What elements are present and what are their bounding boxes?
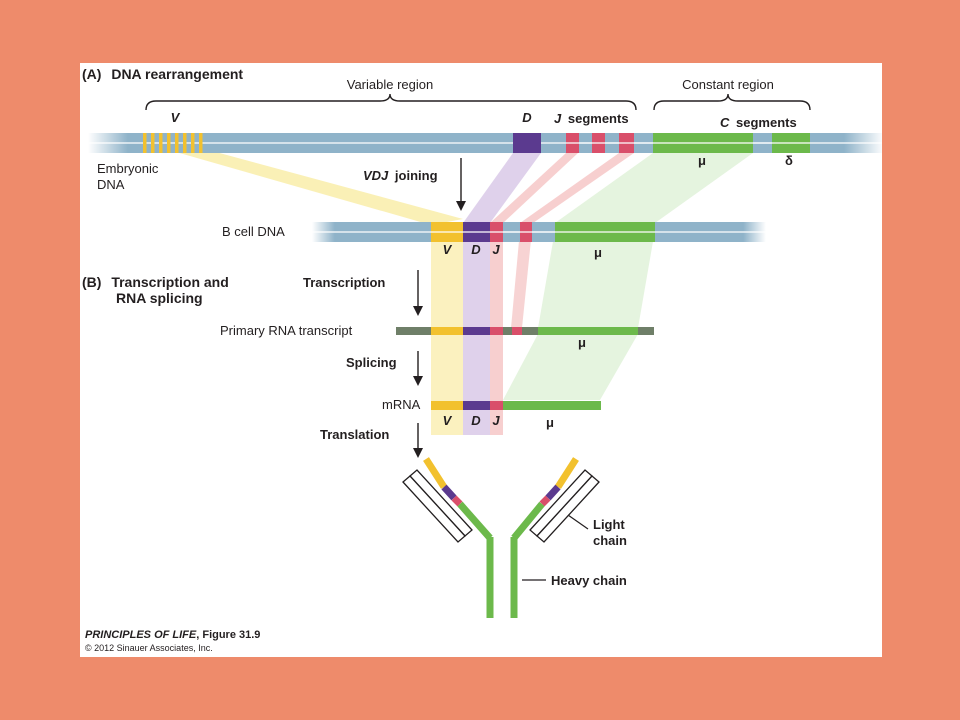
c-segments-label: C segments [720,115,797,130]
panel-a-title: (A) DNA rearrangement [82,66,243,82]
primary-mu-label: μ [578,335,586,350]
light-chain-left-inner [402,475,466,543]
bcell-mu-label: μ [594,245,602,260]
primary-rna-label: Primary RNA transcript [220,323,353,338]
mrna-d-label: D [471,413,481,428]
bcell-d-label: D [471,242,481,257]
light-chain-leader [567,514,589,530]
vdj-arrow [456,158,466,211]
v-segments [143,133,203,153]
constant-region-label: Constant region [682,77,774,92]
d-label-top: D [522,110,532,125]
mapping-bands [176,145,753,435]
embryonic-dna [88,133,884,153]
b-cell-dna-label: B cell DNA [222,224,285,239]
j-band-1 [490,153,578,223]
embryonic-dna-label: Embryonic DNA [97,161,162,192]
d-band [463,153,541,223]
figure-credit: PRINCIPLES OF LIFE, Figure 31.9 [85,629,260,641]
translation-arrow [413,423,423,458]
j2-band-lower [511,230,532,328]
c-band-lower [538,230,655,328]
mrna [431,401,601,410]
panel-b-title: (B) Transcription and [82,274,229,290]
variable-region-label: Variable region [347,77,433,92]
heavy-chain-label: Heavy chain [551,573,627,588]
d-segment [513,133,541,153]
v-label-top: V [171,110,181,125]
splicing-arrow [413,351,423,386]
primary-rna [396,327,654,335]
heavy-chain-left [423,457,494,618]
j-band-2 [520,153,634,223]
b-cell-dna [312,222,766,242]
bcell-j-label: J [492,242,500,257]
light-chain-label: Light chain [593,517,628,548]
figure-panel: (A) DNA rearrangement Variable region Co… [80,63,884,657]
variable-region-brace [145,93,637,111]
copyright: © 2012 Sinauer Associates, Inc. [85,643,213,653]
j-segments-label: J segments [554,111,629,126]
light-chain-right-inner [536,475,600,543]
mrna-v-label: V [443,413,453,428]
transcription-label: Transcription [303,275,385,290]
transcription-arrow [413,270,423,316]
mrna-j-label: J [492,413,500,428]
mrna-label: mRNA [382,397,421,412]
splicing-label: Splicing [346,355,397,370]
v-band [176,145,463,225]
bcell-v-label: V [443,242,453,257]
delta-label-top: δ [785,153,793,168]
panel-b-title-line2: RNA splicing [116,290,203,306]
c-band-mrna [503,334,638,400]
c-band [555,153,753,223]
vdj-joining-label: VDJ joining [363,168,438,183]
antibody [402,457,600,618]
mu-label-top: μ [698,153,706,168]
translation-label: Translation [320,427,389,442]
vdj-diagram: (A) DNA rearrangement Variable region Co… [82,66,884,653]
constant-region-brace [653,93,811,111]
heavy-chain-right [510,457,579,618]
mrna-mu-label: μ [546,415,554,430]
